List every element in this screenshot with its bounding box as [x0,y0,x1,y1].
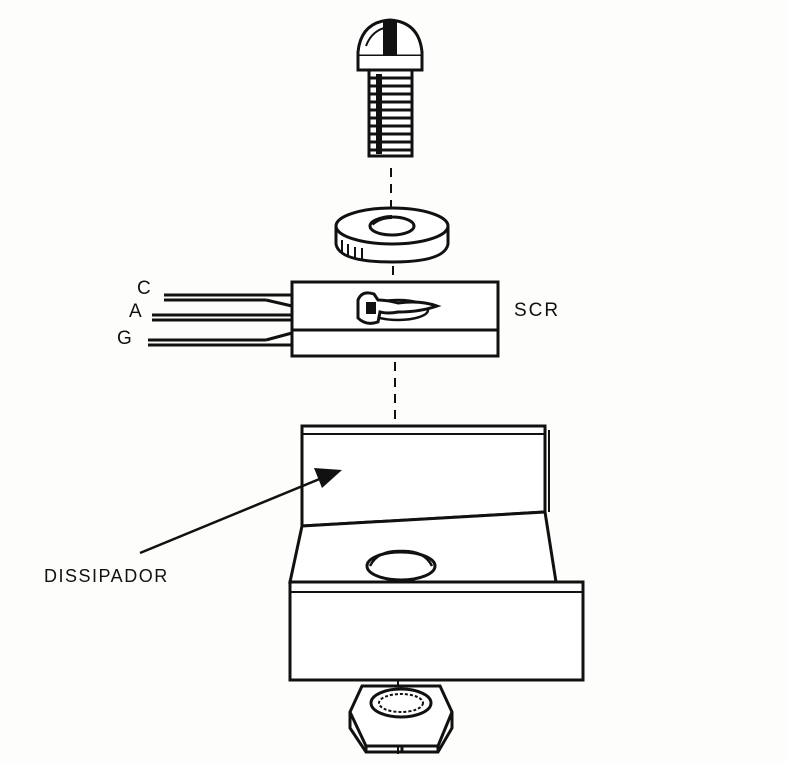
lead-label-anode: A [129,301,142,322]
heatsink-pointer-arrow [139,468,342,555]
heatsink-icon [288,424,585,682]
scr-label: SCR [514,300,560,321]
scr-leads [148,293,293,347]
washer-icon [334,206,450,264]
scr-body [290,280,500,358]
lead-label-gate: G [117,328,132,349]
heatsink-label: DISSIPADOR [44,566,169,586]
screw-icon [356,18,424,158]
nut-icon [348,684,454,754]
lead-label-cathode: C [137,278,151,299]
